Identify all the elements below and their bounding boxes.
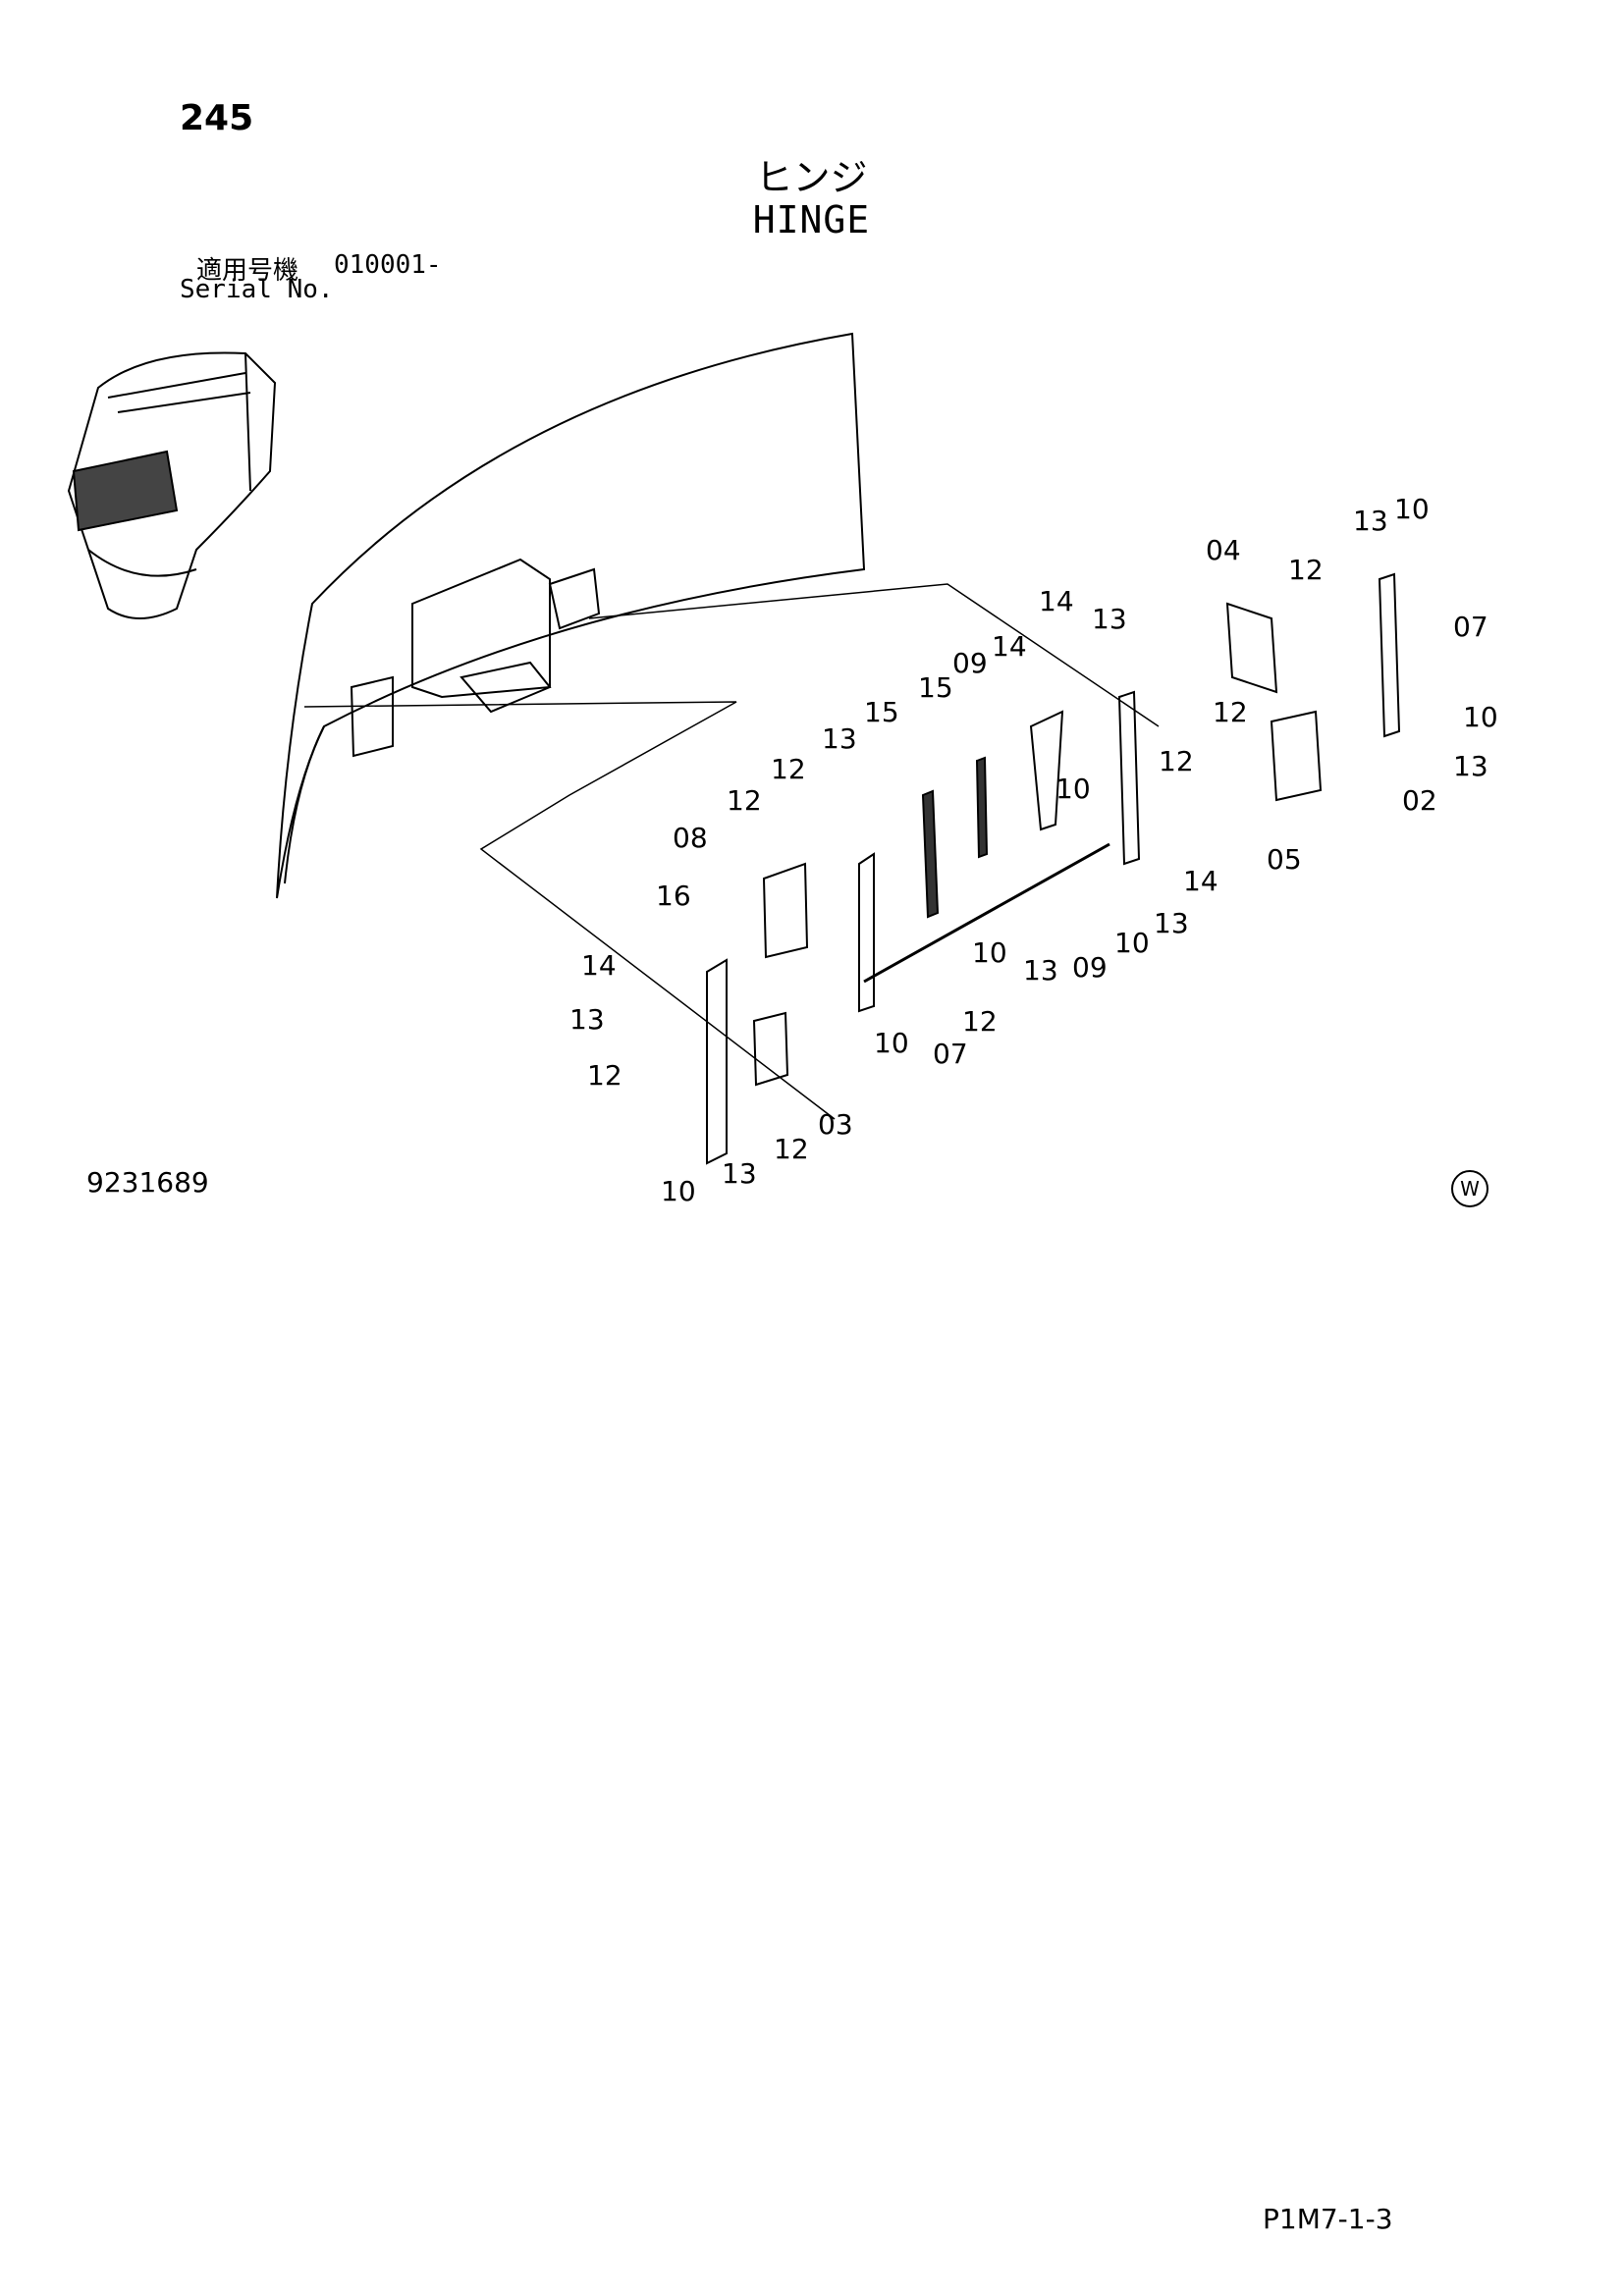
callout-label: 15 [864,696,899,728]
callout-label: 10 [972,936,1007,969]
serial-label-japanese: 適用号機 [196,256,299,286]
callout-label: 03 [818,1108,853,1141]
callout-label: 10 [1114,927,1150,959]
callout-label: 08 [673,822,708,854]
callout-label: 05 [1267,843,1302,876]
title-japanese: ヒンジ [755,156,868,199]
callout-label: 12 [1288,554,1324,586]
callout-label: 02 [1402,784,1437,817]
page-number: 245 [180,98,254,138]
callout-label: 10 [1394,493,1430,525]
figure-number: 9231689 [86,1166,209,1199]
callout-label: 12 [727,784,762,817]
callout-label: 14 [992,630,1027,663]
callout-label: 15 [918,671,953,704]
callout-label: 10 [1055,773,1091,805]
title-english: HINGE [752,198,871,241]
callout-label: 12 [962,1005,998,1038]
hinge-bracket-assembly [350,558,601,758]
callout-label: 09 [952,647,988,679]
serial-value: 010001- [334,250,442,280]
callout-label: 16 [656,880,691,912]
callout-label: 07 [1453,611,1488,643]
callout-label: 13 [822,722,857,755]
leader-lines [303,583,1160,1120]
callout-label: 13 [1353,505,1388,537]
callout-label: 10 [661,1175,696,1207]
callout-label: 12 [1213,696,1248,728]
callout-label: 13 [569,1003,605,1036]
callout-label: 13 [1453,750,1488,782]
machine-thumbnail [67,351,277,619]
callout-label: 13 [1092,603,1127,635]
callout-label: 14 [1039,585,1074,617]
hinge-parts [706,572,1401,1165]
callout-label: 10 [1463,701,1498,733]
callout-label: 12 [1159,745,1194,777]
callout-label: 14 [581,949,617,982]
callout-label: 14 [1183,865,1218,897]
glass-panel [276,332,866,899]
callout-label: 09 [1072,951,1108,984]
callout-label: 04 [1206,534,1241,566]
callout-label: 12 [774,1133,809,1165]
w-mark-icon: W [1451,1170,1488,1207]
serial-label-english: Serial No. [180,275,334,304]
callout-label: 13 [1154,907,1189,939]
callout-label: 12 [587,1059,622,1092]
callout-label: 10 [874,1027,909,1059]
callout-label: 12 [771,753,806,785]
callout-label: 13 [722,1157,757,1190]
callout-label: 13 [1023,954,1058,987]
page-code: P1M7-1-3 [1263,2203,1393,2235]
callout-label: 07 [933,1038,968,1070]
callout-labels: 13 10 04 12 07 14 13 14 09 12 10 15 15 1… [569,493,1498,1207]
